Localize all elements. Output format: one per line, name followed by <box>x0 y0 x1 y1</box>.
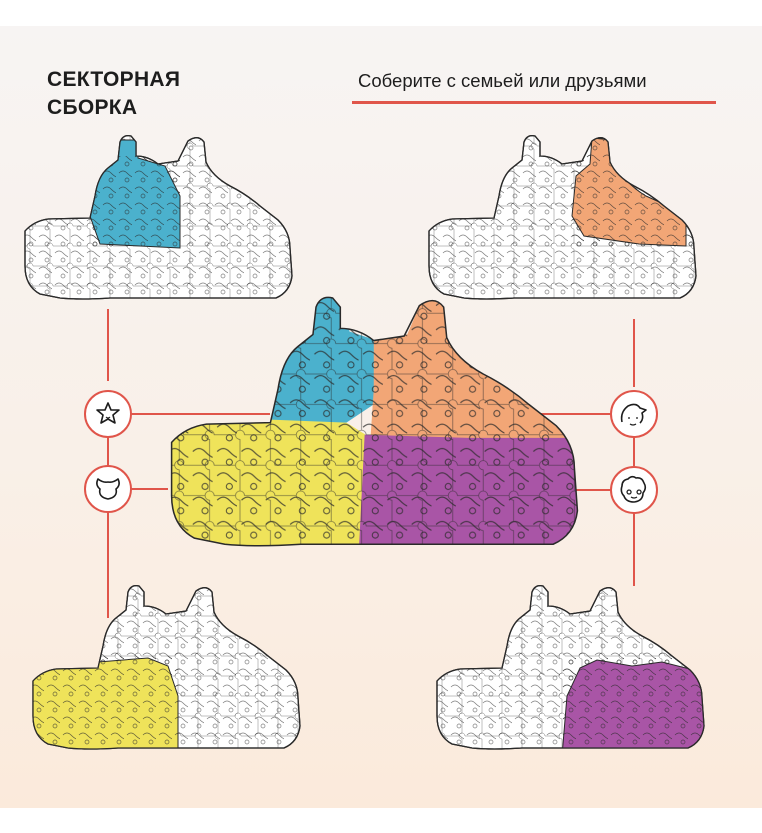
page-title-line1: СЕКТОРНАЯ <box>47 68 181 91</box>
page-title: СЕКТОРНАЯ СБОРКА <box>47 66 287 122</box>
mini-puzzle-blue-sector <box>24 134 293 300</box>
mini-puzzle-yellow-sector <box>32 584 301 750</box>
mini-puzzle-purple-sector <box>436 584 705 750</box>
mini-puzzle-orange-sector <box>428 134 697 300</box>
subtitle-underline <box>352 101 716 104</box>
connector-lines <box>107 309 635 618</box>
curly-hair-face-icon <box>610 466 658 514</box>
horned-face-icon <box>84 465 132 513</box>
star-face-icon <box>84 390 132 438</box>
page-title-line2: СБОРКА <box>47 96 138 119</box>
subtitle: Соберите с семьей или друзьями <box>358 70 647 91</box>
main-puzzle-four-sectors <box>170 296 579 547</box>
bird-face-icon <box>610 390 658 438</box>
promo-card: СЕКТОРНАЯ СБОРКА Соберите с семьей или д… <box>0 26 762 808</box>
puzzle-illustration <box>24 134 705 750</box>
